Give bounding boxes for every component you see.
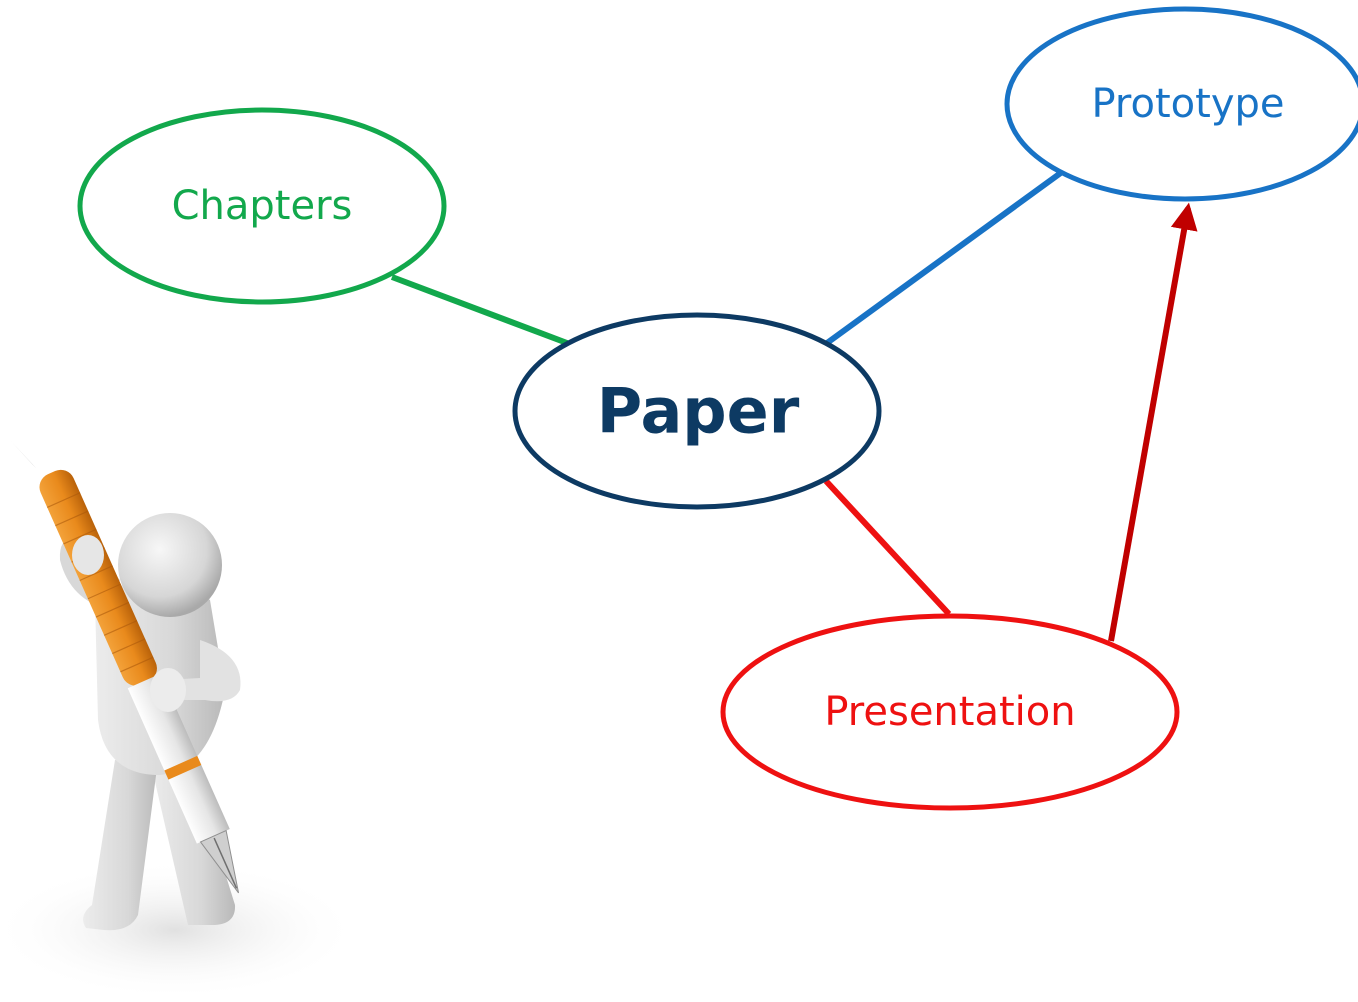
nodes: Chapters Prototype Paper Presentation [77,6,1358,811]
figure-head [118,513,222,617]
node-chapters-outline [77,107,447,305]
node-paper-label: Paper [597,375,800,448]
edge-paper-to-presentation [823,478,952,617]
connections [390,169,1198,642]
node-paper-outline [512,312,882,510]
node-presentation-outline [720,613,1180,811]
figure-back-leg [150,760,236,925]
edge-paper-to-prototype [825,169,1064,346]
node-presentation[interactable]: Presentation [720,613,1180,811]
node-prototype-outline [1004,6,1358,202]
node-chapters[interactable]: Chapters [77,107,447,305]
figure-hand [150,668,186,712]
fountain-pen-icon [11,441,240,894]
node-prototype[interactable]: Prototype [1004,6,1358,202]
node-presentation-label: Presentation [824,689,1075,735]
node-prototype-label: Prototype [1092,81,1285,127]
figure-with-pen-illustration [0,441,360,1000]
node-chapters-label: Chapters [172,183,353,229]
edge-presentation-to-prototype [1108,202,1198,642]
figure-grip-hand [72,535,104,575]
node-paper[interactable]: Paper [512,312,882,510]
figure-floor-shadow [0,860,360,1000]
edge-paper-to-chapters [390,274,569,346]
figure-front-leg [83,760,158,931]
